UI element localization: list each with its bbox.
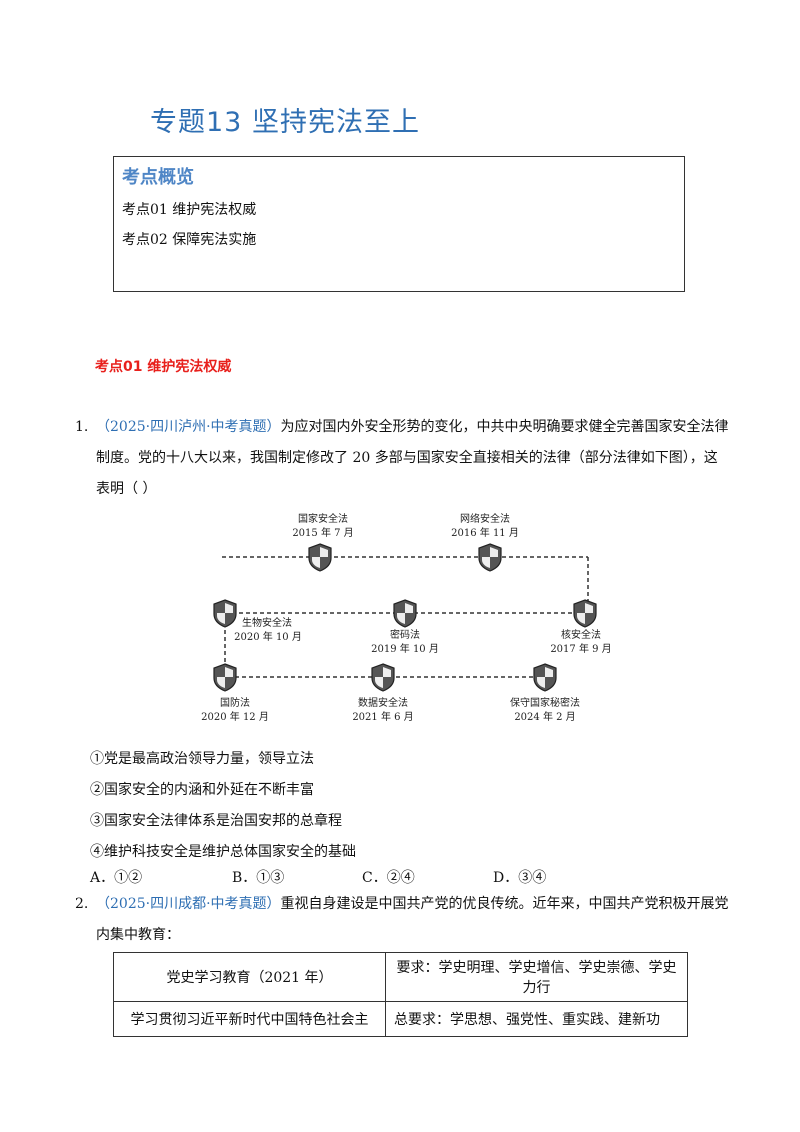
shield-icon xyxy=(478,543,502,572)
question-source: （2025·四川成都·中考真题） xyxy=(96,896,281,912)
question-2-line2: 内集中教育： xyxy=(96,927,180,943)
statement-item: ②国家安全的内涵和外延在不断丰富 xyxy=(90,782,314,798)
question-number: 1. xyxy=(75,419,89,435)
table-cell: 总要求：学思想、强党性、重实践、建新功 xyxy=(385,1001,688,1037)
law-name: 数据安全法 xyxy=(358,696,408,709)
question-1-line3: 表明（ ） xyxy=(96,481,157,497)
table-row: 学习贯彻习近平新时代中国特色社会主 总要求：学思想、强党性、重实践、建新功 xyxy=(113,1001,688,1037)
shield-icon xyxy=(393,599,417,628)
statement-item: ④维护科技安全是维护总体国家安全的基础 xyxy=(90,844,356,860)
law-date: 2019 年 10 月 xyxy=(371,642,439,655)
education-table: 党史学习教育（2021 年） 要求：学史明理、学史增信、学史崇德、学史力行 学习… xyxy=(113,952,688,1037)
table-cell: 要求：学史明理、学史增信、学史崇德、学史力行 xyxy=(385,952,688,1002)
overview-item: 考点01 维护宪法权威 xyxy=(122,202,257,218)
question-1-line1: （2025·四川泸州·中考真题）为应对国内外安全形势的变化，中共中央明确要求健全… xyxy=(96,412,736,442)
law-name: 国防法 xyxy=(220,696,250,709)
question-source: （2025·四川泸州·中考真题） xyxy=(96,419,281,435)
table-cell: 学习贯彻习近平新时代中国特色社会主 xyxy=(113,1001,386,1037)
shield-icon xyxy=(371,663,395,692)
section-heading: 考点01 维护宪法权威 xyxy=(95,359,232,375)
law-date: 2016 年 11 月 xyxy=(451,526,519,539)
overview-box: 考点概览 考点01 维护宪法权威 考点02 保障宪法实施 xyxy=(113,156,685,292)
law-name: 核安全法 xyxy=(561,628,601,641)
shield-icon xyxy=(533,663,557,692)
question-text: 重视自身建设是中国共产党的优良传统。近年来，中国共产党积极开展党 xyxy=(280,896,729,912)
choice-b[interactable]: B．①③ xyxy=(232,870,285,886)
shield-icon xyxy=(308,543,332,572)
choice-c[interactable]: C．②④ xyxy=(362,870,415,886)
statement-item: ①党是最高政治领导力量，领导立法 xyxy=(90,751,314,767)
question-number: 2. xyxy=(75,896,89,912)
overview-item: 考点02 保障宪法实施 xyxy=(122,232,257,248)
statement-item: ③国家安全法律体系是治国安邦的总章程 xyxy=(90,813,342,829)
law-name: 密码法 xyxy=(390,628,420,641)
law-name: 网络安全法 xyxy=(460,512,510,525)
law-date: 2015 年 7 月 xyxy=(292,526,353,539)
table-cell: 党史学习教育（2021 年） xyxy=(113,952,386,1002)
question-text: 为应对国内外安全形势的变化，中共中央明确要求健全完善国家安全法律 xyxy=(280,419,729,435)
law-timeline-diagram: 国家安全法 2015 年 7 月 网络安全法 2016 年 11 月 生物安全法… xyxy=(201,512,612,723)
question-2-line1: （2025·四川成都·中考真题）重视自身建设是中国共产党的优良传统。近年来，中国… xyxy=(96,889,736,919)
law-date: 2020 年 10 月 xyxy=(234,630,302,643)
law-date: 2021 年 6 月 xyxy=(352,710,413,723)
choice-a[interactable]: A．①② xyxy=(90,870,143,886)
law-date: 2024 年 2 月 xyxy=(514,710,575,723)
law-name: 国家安全法 xyxy=(298,512,348,525)
law-date: 2020 年 12 月 xyxy=(201,710,269,723)
law-name: 生物安全法 xyxy=(242,616,292,629)
shield-icon xyxy=(573,599,597,628)
law-date: 2017 年 9 月 xyxy=(550,642,611,655)
overview-heading: 考点概览 xyxy=(122,167,194,188)
shield-icon xyxy=(213,663,237,692)
law-name: 保守国家秘密法 xyxy=(510,696,580,709)
question-1-line2: 制度。党的十八大以来，我国制定修改了 20 多部与国家安全直接相关的法律（部分法… xyxy=(96,450,718,466)
shield-icon xyxy=(213,599,237,628)
choice-d[interactable]: D．③④ xyxy=(493,870,547,886)
table-row: 党史学习教育（2021 年） 要求：学史明理、学史增信、学史崇德、学史力行 xyxy=(113,952,688,1002)
page-title: 专题13 坚持宪法至上 xyxy=(150,107,420,138)
